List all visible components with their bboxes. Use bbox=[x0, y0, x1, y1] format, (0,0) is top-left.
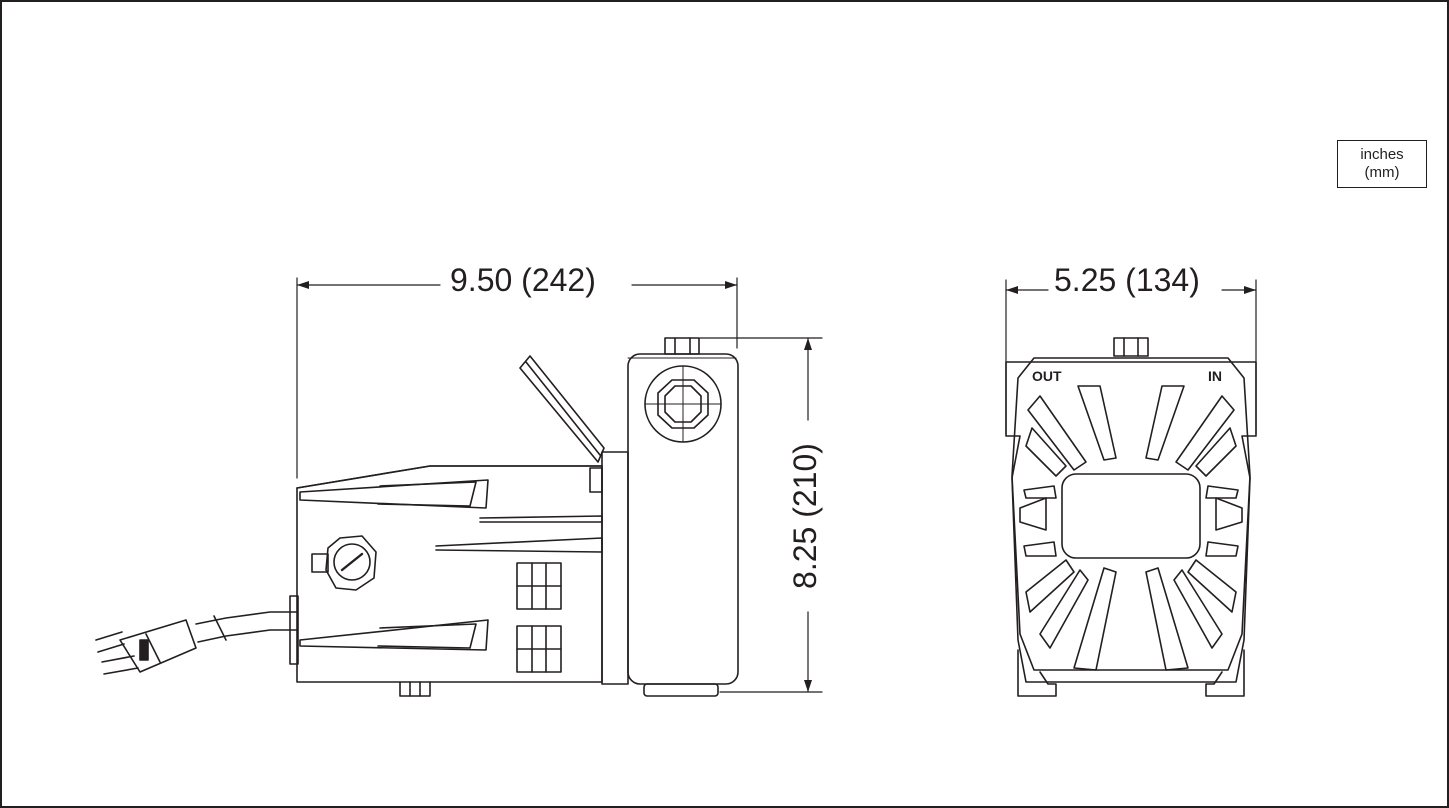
units-primary: inches bbox=[1360, 146, 1404, 163]
flange bbox=[601, 451, 629, 685]
dimension-label-width-front: 5.25 (134) bbox=[1051, 262, 1203, 298]
port-label-outlet: OUT bbox=[1032, 368, 1062, 384]
switch-knob bbox=[311, 535, 377, 591]
units-legend: inches (mm) bbox=[1337, 140, 1427, 188]
base-foot bbox=[399, 681, 431, 697]
handle bbox=[519, 355, 605, 463]
dimension-label-width-side: 9.50 (242) bbox=[447, 262, 599, 298]
radial-fins bbox=[1019, 385, 1243, 671]
top-nut bbox=[664, 337, 700, 355]
power-plug bbox=[95, 619, 197, 675]
center-window bbox=[1061, 473, 1201, 559]
front-top-nut bbox=[1113, 337, 1149, 357]
front-housing bbox=[1005, 361, 1257, 683]
side-view bbox=[95, 277, 823, 697]
power-cord bbox=[195, 611, 298, 643]
front-view bbox=[1005, 279, 1257, 697]
vent-grid-upper bbox=[516, 562, 562, 610]
units-secondary: (mm) bbox=[1364, 164, 1400, 181]
head-foot bbox=[643, 683, 719, 697]
dimension-label-height-side: 8.25 (210) bbox=[787, 439, 823, 593]
port-label-inlet: IN bbox=[1208, 368, 1222, 384]
vent-grid-lower bbox=[516, 625, 562, 673]
